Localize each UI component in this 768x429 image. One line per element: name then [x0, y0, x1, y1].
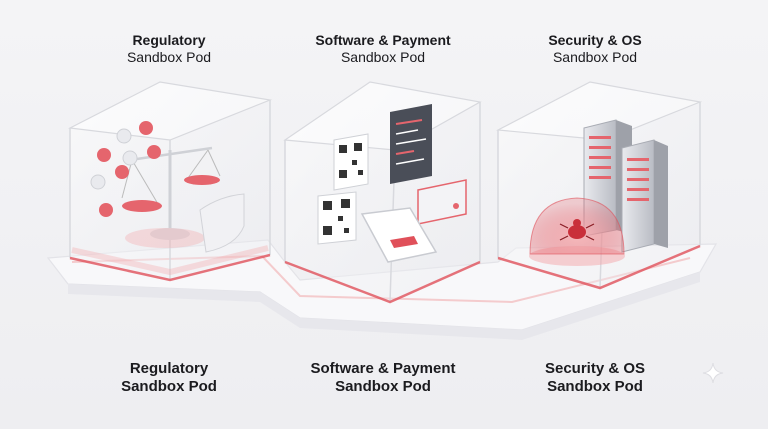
shield-icon [199, 193, 245, 253]
payment-card-icon [417, 179, 467, 225]
pod-software-payment [283, 81, 482, 304]
pod-1-top-label: Regulatory Sandbox Pod [126, 32, 212, 66]
sparkle-icon [702, 362, 724, 384]
pod-3-bottom-label: Security & OS Sandbox Pod [544, 360, 646, 396]
qr-code-icon [333, 133, 369, 191]
pod-security-os [495, 81, 703, 290]
pod-regulatory [67, 81, 273, 282]
pod-3-top-label: Security & OS Sandbox Pod [548, 32, 642, 66]
bug-dome-icon [529, 197, 625, 266]
pod-1-bottom-label: Regulatory Sandbox Pod [121, 360, 217, 396]
coin-icons [90, 121, 161, 217]
pod-2-top-label: Software & Payment Sandbox Pod [315, 32, 451, 66]
qr-code-icon-2 [317, 191, 357, 245]
scales-icon [121, 146, 221, 248]
server-rack-icon-2 [621, 139, 668, 253]
code-panel-icon [390, 104, 432, 184]
phone-icon [360, 207, 438, 263]
pod-2-bottom-label: Software & Payment Sandbox Pod [310, 360, 456, 396]
